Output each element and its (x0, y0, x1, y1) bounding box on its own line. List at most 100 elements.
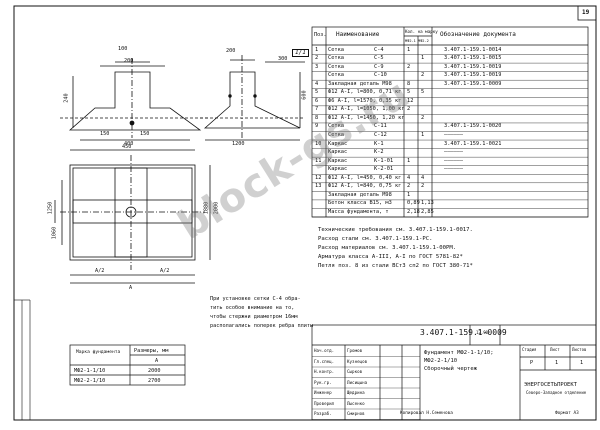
spec-doc: 3.407.1-159.1-0014 (444, 46, 502, 53)
spec-mark: С-12 (374, 132, 387, 138)
note-line: Расход стали см. 3.407.1-159.1-РС. (318, 236, 433, 242)
dim-label: 1200 (232, 141, 245, 147)
spec-name: Масса фундамента, т (328, 208, 389, 215)
assembly-note-line: располагались поперек ребра плиты (210, 323, 314, 329)
dim-label: А/2 (95, 268, 105, 274)
spec-doc: 3.407.1-159.1-0021 (444, 140, 502, 147)
spec-name: Закладная деталь М98 (328, 191, 392, 198)
org-name: ЭНЕРГОСЕТЬПРОЕКТ (524, 382, 577, 388)
assembly-note-line: тить особое внимание на то, (210, 305, 295, 311)
format-label: Формат А3 (555, 411, 579, 416)
detail-tag: 1/1 (292, 49, 309, 57)
title-line-1: Фундамент МФ2-1-1/10; (424, 350, 494, 356)
spec-name: Ф6 А-I, l=1570, 0,35 кг (328, 97, 402, 104)
dim-label: 150 (140, 131, 150, 137)
spec-name: Бетон класса В15, м3 (328, 200, 392, 207)
dim-label: А (129, 285, 133, 291)
marks-table-a: 2700 (148, 378, 161, 384)
spec-name: Ф12 А-I, l=450, 0,40 кг (328, 174, 402, 181)
spec-header-pos: Поз. (314, 32, 327, 38)
spec-qty-2: 4 (421, 174, 425, 181)
table-row: 10 Каркас К-1 3.407.1-159.1-0021 (312, 140, 588, 148)
spec-name: Каркас (328, 140, 348, 147)
role-label: Разраб. (314, 411, 332, 416)
org-sub: Северо-Западное отделение (526, 390, 587, 395)
spec-name: Каркас (328, 157, 348, 164)
stage-value: Р (530, 360, 534, 366)
spec-qty-1: 4 (407, 174, 411, 181)
spec-name: Сетка (328, 132, 344, 138)
marks-table-a: 2000 (148, 368, 161, 374)
spec-name: Ф12 А-I, l=800, 0,71 кг (328, 89, 402, 96)
spec-name: Сетка (328, 55, 344, 62)
role-label: Проверил (314, 400, 335, 406)
spec-pos: 7 (315, 106, 319, 113)
stage-label: Стадия (522, 347, 537, 352)
spec-qty-2: 1,13 (421, 200, 434, 207)
role-label: Гл.спец. (314, 358, 335, 364)
person-name: Громов (347, 348, 363, 353)
spec-qty-1: 8 (407, 80, 411, 87)
section-view-2 (200, 55, 305, 141)
date-code: 12.90 (476, 330, 489, 335)
role-label: Рук.гр. (314, 379, 332, 385)
table-row: 1 Сетка С-4 1 3.407.1-159.1-0014 (312, 46, 588, 54)
note-line: Петля поз. 8 из стали ВСт3 сп2 по ГОСТ 3… (318, 263, 473, 269)
dim-label: 200 (226, 48, 236, 54)
note-line: Расход материалов см. 3.407.1-159.1-00РМ… (318, 245, 457, 251)
dim-label: А/2 (160, 268, 170, 274)
spec-pos: 4 (315, 80, 319, 87)
spec-header-doc: Обозначение документа (440, 31, 516, 38)
spec-pos: 6 (315, 97, 319, 104)
spec-pos: 8 (315, 114, 319, 121)
marks-table-mark: МФ2-1-1/10 (74, 368, 106, 374)
spec-qty-1: 2 (407, 63, 411, 70)
dim-label: 300 (278, 56, 288, 62)
spec-mark: К-2-01 (374, 166, 394, 173)
dim-label: 1060 (51, 226, 58, 240)
spec-name: Ф12 А-I, l=840, 0,75 кг (328, 183, 402, 190)
sheets-value: 1 (580, 360, 584, 366)
role-label: Н.контр. (314, 369, 335, 374)
spec-mark: К-1-01 (374, 157, 394, 164)
spec-mark: С-4 (374, 46, 384, 53)
spec-doc: 3.407.1-159.1-0009 (444, 80, 502, 87)
person-name: Лисицына (347, 379, 368, 385)
spec-doc: 3.407.1-159.1-0015 (444, 55, 502, 62)
dim-label: 600 (301, 90, 308, 100)
assembly-note-line: При установке сетки С-4 обра- (210, 296, 301, 302)
person-name: Смирнов (347, 411, 365, 416)
dim-label: 1250 (47, 201, 54, 215)
spec-pos: 11 (315, 157, 322, 164)
spec-header-qty-sub: МФ2-1 МФ2-2 (405, 39, 429, 43)
spec-qty-1: 1 (407, 46, 411, 53)
spec-pos: 1 (315, 46, 319, 53)
spec-doc: —————— (444, 132, 464, 138)
spec-doc: —————— (444, 157, 464, 164)
dim-label: 200 (124, 58, 134, 64)
spec-pos: 10 (315, 140, 322, 147)
spec-mark: К-1 (374, 140, 384, 147)
plan-view (54, 149, 211, 284)
spec-name: Каркас (328, 149, 348, 156)
spec-qty-1: 5 (407, 89, 411, 96)
spec-doc: 3.407.1-159.1-0019 (444, 72, 502, 79)
spec-header-name: Наименование (336, 31, 380, 38)
spec-qty-2: 2 (421, 114, 425, 121)
spec-name: Сетка (328, 72, 344, 79)
title-line-3: Сборочный чертеж (424, 366, 477, 372)
person-name: Кузнецов (347, 358, 368, 364)
assembly-note-line: чтобы стержни диаметром 16мм (210, 314, 298, 320)
spec-name: Сетка (328, 46, 344, 53)
title-block-grid (311, 324, 597, 421)
spec-mark: К-2 (374, 149, 384, 156)
spec-pos: 9 (315, 123, 319, 130)
